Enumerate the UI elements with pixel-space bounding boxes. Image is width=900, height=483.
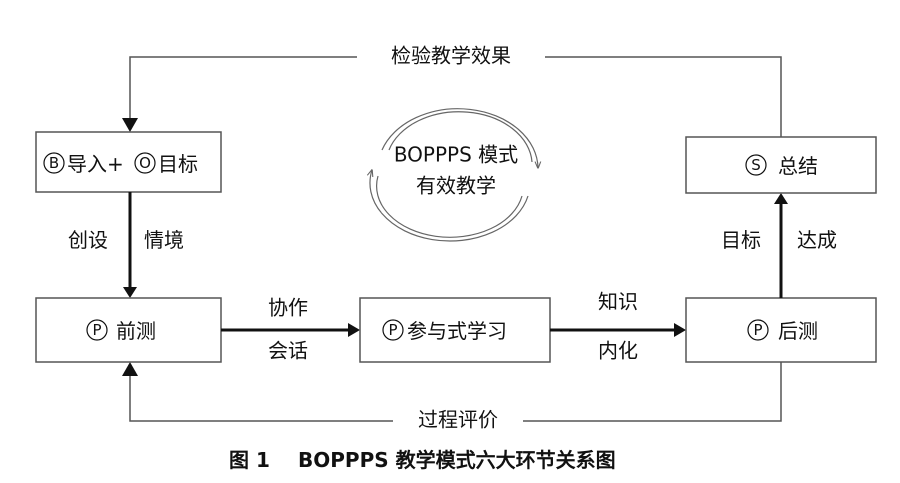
- box-pre-assessment: P 前测: [35, 297, 222, 363]
- left-label-1: 创设: [68, 228, 108, 252]
- bottom-loop-line-right: [523, 358, 782, 422]
- top-loop-label: 检验教学效果: [391, 44, 511, 68]
- figure-number: 图 1: [229, 448, 270, 472]
- center-line-1: BOPPPS 模式: [394, 143, 518, 167]
- cycle-arc-top-icon: [381, 108, 538, 168]
- circle-p2-icon: [382, 319, 404, 341]
- arrow-p3-to-s-head: [774, 193, 788, 204]
- arrow-p2-to-p3-head: [674, 323, 686, 337]
- arrow-p1-to-p2-head: [348, 323, 360, 337]
- box-p3-label: 后测: [778, 319, 818, 343]
- svg-text:S: S: [751, 156, 761, 174]
- left-label-2: 情境: [144, 228, 184, 252]
- box-p1-label: 前测: [116, 319, 156, 343]
- cycle-arc-bottom-inner: [375, 175, 523, 238]
- bottom-loop-arrowhead: [122, 362, 138, 376]
- right-label-2: 达成: [797, 228, 837, 252]
- box-o-label: 目标: [158, 152, 198, 176]
- circle-p3-icon: [747, 319, 769, 341]
- circle-s-icon: [745, 154, 767, 176]
- figure-caption: BOPPPS 教学模式六大环节关系图: [298, 448, 616, 472]
- bottom-loop-label: 过程评价: [418, 408, 498, 432]
- mid-label-1b: 会话: [268, 339, 308, 363]
- circle-p1-icon: [86, 319, 108, 341]
- svg-text:P: P: [92, 321, 101, 339]
- box-s-label: 总结: [778, 154, 818, 178]
- center-cycle: BOPPPS 模式 有效教学: [370, 108, 538, 242]
- svg-text:P: P: [753, 321, 762, 339]
- box-bridge-in-objective: B 导入+ O 目标: [35, 131, 222, 193]
- bottom-loop-line-left: [129, 372, 393, 422]
- center-line-2: 有效教学: [416, 174, 496, 198]
- right-label-1: 目标: [721, 228, 761, 252]
- cycle-arc-bottom-icon: [370, 170, 529, 242]
- cycle-arc-top-inner: [388, 111, 533, 163]
- box-b-label: 导入+: [67, 152, 124, 176]
- box-summary: S 总结: [685, 136, 877, 194]
- mid-label-2a: 知识: [598, 290, 638, 314]
- mid-label-2b: 内化: [598, 339, 638, 363]
- top-loop-line-right: [545, 56, 782, 137]
- top-loop-line-left: [129, 56, 357, 125]
- box-post-assessment: P 后测: [685, 297, 877, 363]
- svg-text:P: P: [388, 321, 397, 339]
- top-loop-arrowhead: [122, 118, 138, 132]
- box-p2-label: 参与式学习: [407, 319, 507, 343]
- arrow-bo-to-p1-head: [123, 287, 137, 298]
- svg-text:B: B: [49, 154, 59, 172]
- svg-text:O: O: [139, 154, 151, 172]
- mid-label-1a: 协作: [268, 296, 308, 320]
- circle-o-icon: [134, 152, 156, 174]
- box-participatory-learning: P 参与式学习: [359, 297, 551, 363]
- circle-b-icon: [43, 152, 65, 174]
